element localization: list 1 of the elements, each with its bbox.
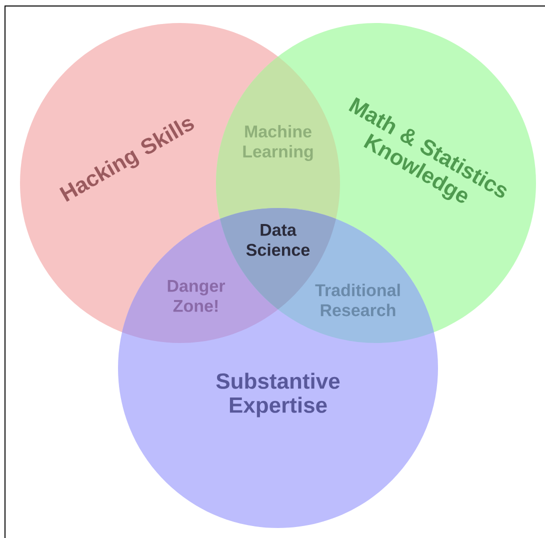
region-label: Data Science [246, 224, 310, 256]
